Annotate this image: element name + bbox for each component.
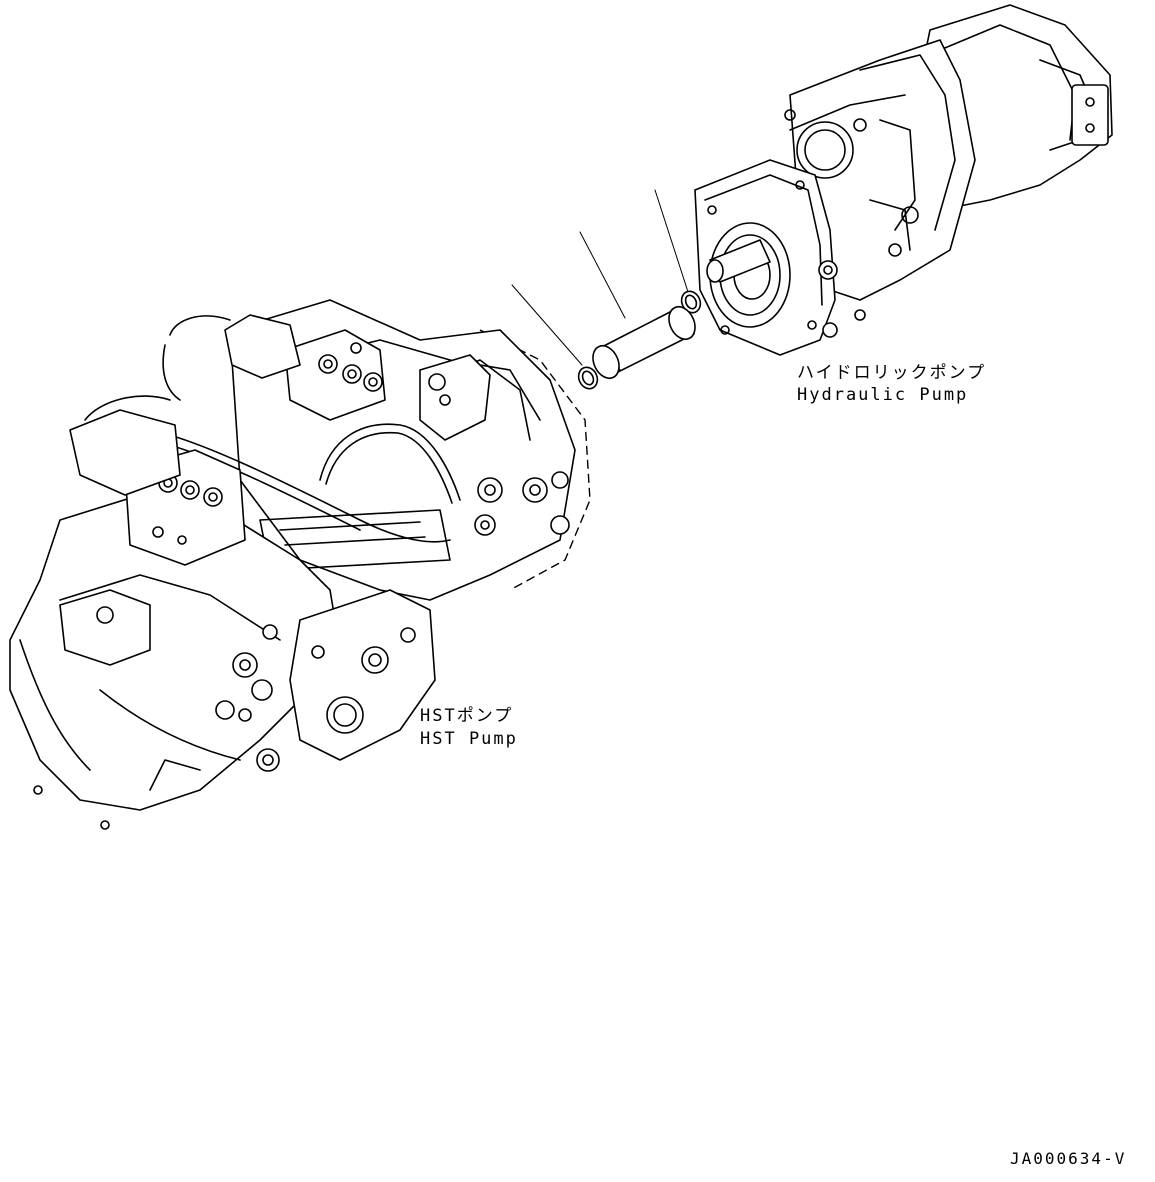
- hst-pump-label-en: HST Pump: [420, 729, 518, 749]
- hst-pump-label-ja: HSTポンプ: [420, 706, 514, 726]
- coupling-sleeve: [592, 305, 696, 380]
- hydraulic-pump-label-ja: ハイドロリックポンプ: [797, 363, 987, 383]
- drawing-id: JA000634-V: [1010, 1149, 1127, 1168]
- leader-line-oring-left: [511, 284, 583, 366]
- leader-line-oring-right: [654, 189, 690, 296]
- hydraulic-pump-label-en: Hydraulic Pump: [797, 385, 969, 405]
- hst-pump-illustration: [9, 299, 591, 830]
- coupling-parts: [511, 189, 702, 390]
- hydraulic-pump-illustration: [694, 4, 1113, 356]
- leader-line-coupling: [579, 231, 626, 319]
